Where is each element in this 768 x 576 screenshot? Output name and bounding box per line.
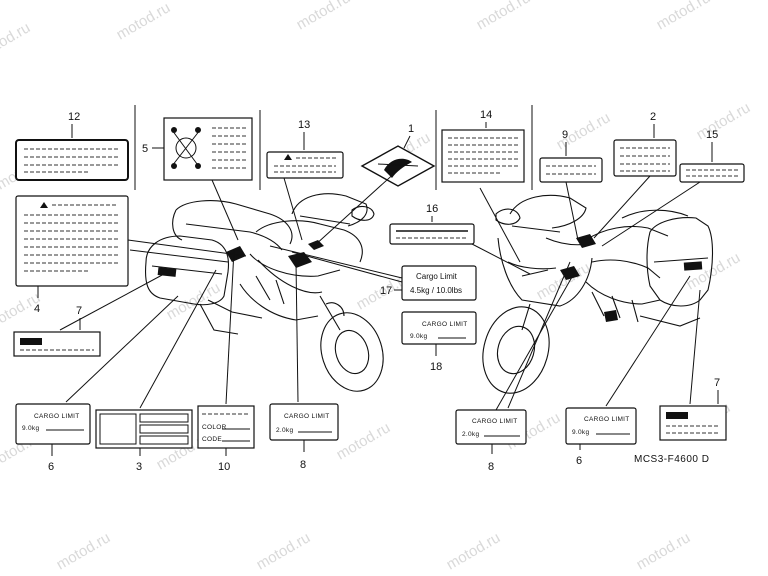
label-17-value: 4.5kg / 10.0lbs bbox=[410, 286, 462, 295]
label-4: 4 bbox=[15, 195, 129, 315]
callout-9: 9 bbox=[562, 129, 568, 141]
label-8-right: CARGO LIMIT 2.0kg 8 bbox=[455, 409, 527, 473]
callout-15: 15 bbox=[706, 129, 718, 141]
label-8-left-value: 2.0kg bbox=[276, 427, 293, 434]
label-2: 2 bbox=[613, 111, 677, 177]
callout-7: 7 bbox=[714, 377, 720, 389]
label-1-emblem: 1 bbox=[360, 123, 436, 187]
label-18-value: 9.0kg bbox=[410, 333, 427, 340]
label-7-right: 7 bbox=[659, 377, 727, 441]
callout-10: 10 bbox=[218, 461, 230, 473]
callout-3: 3 bbox=[136, 461, 142, 473]
watermark-layer: motod.ru motod.ru motod.ru motod.ru moto… bbox=[0, 0, 753, 573]
leader-lines bbox=[59, 169, 701, 411]
callout-14: 14 bbox=[480, 109, 492, 121]
watermark: motod.ru bbox=[334, 419, 394, 463]
callout-8: 8 bbox=[488, 461, 494, 473]
callout-16: 16 bbox=[426, 203, 438, 215]
callout-8: 8 bbox=[300, 459, 306, 471]
motorcycle-right-view bbox=[482, 194, 713, 394]
label-15: 15 bbox=[679, 129, 745, 183]
watermark: motod.ru bbox=[114, 0, 174, 43]
callout-1: 1 bbox=[408, 123, 414, 135]
label-6-left: CARGO LIMIT 9.0kg 6 bbox=[15, 403, 91, 473]
label-8-left-title: CARGO LIMIT bbox=[284, 413, 330, 420]
label-8-left: CARGO LIMIT 2.0kg 8 bbox=[269, 403, 339, 471]
drawing-code: MCS3-F4600 D bbox=[634, 454, 709, 465]
label-16: 16 bbox=[389, 203, 475, 245]
label-10: COLOR CODE 10 bbox=[197, 405, 255, 473]
callout-4: 4 bbox=[34, 303, 40, 315]
watermark: motod.ru bbox=[444, 529, 504, 573]
label-5: 5 bbox=[142, 117, 253, 181]
callout-5: 5 bbox=[142, 143, 148, 155]
label-18-title: CARGO LIMIT bbox=[422, 321, 468, 328]
label-8-right-title: CARGO LIMIT bbox=[472, 418, 518, 425]
watermark: motod.ru bbox=[254, 529, 314, 573]
label-8-right-value: 2.0kg bbox=[462, 431, 479, 438]
watermark: motod.ru bbox=[694, 99, 754, 143]
label-13: 13 bbox=[259, 110, 344, 190]
callout-2: 2 bbox=[650, 111, 656, 123]
label-17: 17 Cargo Limit 4.5kg / 10.0lbs bbox=[380, 265, 477, 301]
label-7-left: 7 bbox=[13, 305, 101, 357]
label-9: 9 bbox=[539, 129, 603, 183]
label-6-right-title: CARGO LIMIT bbox=[584, 416, 630, 423]
watermark: motod.ru bbox=[534, 259, 594, 303]
callout-17: 17 bbox=[380, 285, 392, 297]
label-17-title: Cargo Limit bbox=[416, 272, 458, 281]
label-14: 14 bbox=[435, 105, 533, 190]
watermark: motod.ru bbox=[634, 529, 694, 573]
callout-6: 6 bbox=[48, 461, 54, 473]
label-6-left-title: CARGO LIMIT bbox=[34, 413, 80, 420]
watermark: motod.ru bbox=[294, 0, 354, 33]
label-12: 12 bbox=[15, 105, 136, 190]
label-3: 3 bbox=[95, 409, 193, 473]
callout-7: 7 bbox=[76, 305, 82, 317]
callout-6: 6 bbox=[576, 455, 582, 467]
watermark: motod.ru bbox=[654, 0, 714, 33]
label-10-code: CODE bbox=[202, 436, 222, 443]
callout-13: 13 bbox=[298, 119, 310, 131]
watermark: motod.ru bbox=[684, 249, 744, 293]
callout-18: 18 bbox=[430, 361, 442, 373]
watermark: motod.ru bbox=[54, 529, 114, 573]
callout-12: 12 bbox=[68, 111, 80, 123]
label-6-right: CARGO LIMIT 9.0kg 6 bbox=[565, 407, 637, 467]
label-18: CARGO LIMIT 9.0kg 18 bbox=[401, 311, 477, 373]
label-6-right-value: 9.0kg bbox=[572, 429, 589, 436]
watermark: motod.ru bbox=[474, 0, 534, 33]
label-10-color: COLOR bbox=[202, 424, 227, 431]
label-6-left-value: 9.0kg bbox=[22, 425, 39, 432]
watermark: motod.ru bbox=[0, 19, 33, 63]
